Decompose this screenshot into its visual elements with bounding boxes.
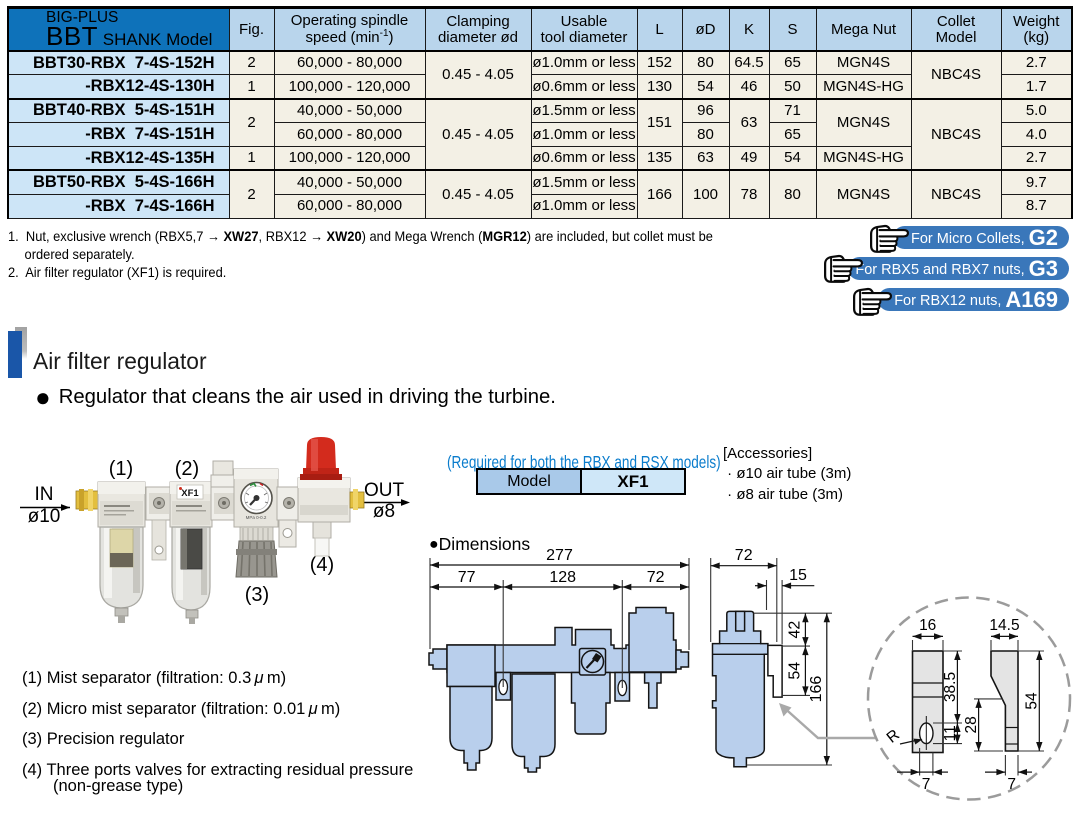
- svg-text:54: 54: [1024, 692, 1041, 710]
- svg-text:IN: IN: [35, 484, 54, 505]
- svg-text:42: 42: [786, 621, 803, 639]
- svg-text:28: 28: [963, 716, 980, 733]
- svg-text:ø10: ø10: [28, 506, 61, 527]
- svg-text:MPa 0-0.2: MPa 0-0.2: [246, 515, 267, 520]
- svg-text:(4): (4): [310, 554, 334, 576]
- svg-text:277: 277: [546, 547, 573, 564]
- svg-text:38.5: 38.5: [942, 672, 959, 702]
- svg-text:(2): (2): [175, 458, 199, 480]
- svg-text:16: 16: [919, 617, 936, 634]
- svg-text:(1): (1): [109, 458, 133, 480]
- svg-text:128: 128: [549, 569, 576, 586]
- svg-text:XF1: XF1: [181, 488, 199, 499]
- svg-text:OUT: OUT: [364, 480, 405, 501]
- svg-text:7: 7: [1007, 776, 1016, 793]
- svg-text:15: 15: [789, 567, 807, 584]
- svg-text:54: 54: [786, 662, 803, 680]
- svg-text:77: 77: [458, 569, 476, 586]
- svg-text:166: 166: [808, 676, 825, 703]
- svg-text:72: 72: [647, 569, 665, 586]
- svg-text:11: 11: [942, 725, 959, 741]
- svg-text:14.5: 14.5: [989, 617, 1019, 634]
- svg-text:ø8: ø8: [373, 501, 395, 522]
- svg-text:(3): (3): [245, 584, 269, 606]
- svg-text:7: 7: [922, 776, 931, 793]
- svg-text:72: 72: [735, 547, 753, 564]
